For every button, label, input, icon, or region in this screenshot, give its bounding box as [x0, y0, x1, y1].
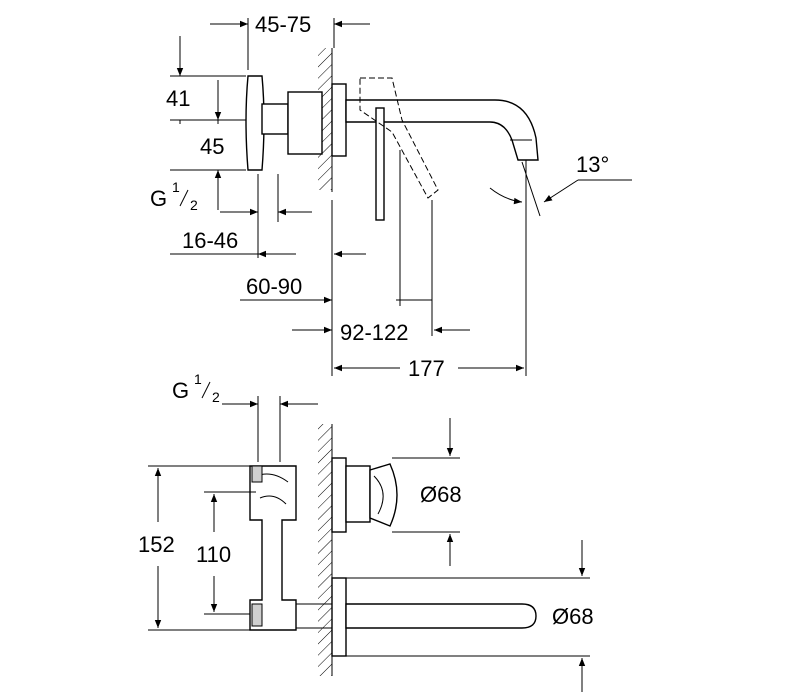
- port-bottom: [251, 603, 263, 627]
- dim-177: 177: [408, 356, 445, 381]
- spout-front: [345, 603, 537, 629]
- thread-front: G 1 2: [172, 371, 220, 405]
- escutcheon: [331, 83, 347, 157]
- valve-body: [261, 103, 289, 135]
- svg-text:G: G: [150, 186, 167, 211]
- mixer-body: [345, 465, 371, 523]
- svg-text:1: 1: [194, 371, 202, 387]
- lever-alt-position: [359, 77, 439, 199]
- wall-hatch-bottom: [318, 424, 332, 676]
- dim-60-90: 60-90: [246, 274, 302, 299]
- port-top: [251, 465, 263, 483]
- lever-handle: [375, 107, 385, 221]
- dim-41: 41: [166, 86, 190, 111]
- dim-152: 152: [138, 532, 175, 557]
- valve-body-front: [249, 465, 297, 631]
- valve-rosette: [245, 75, 265, 171]
- svg-text:G: G: [172, 378, 189, 403]
- dim-92-122: 92-122: [340, 320, 409, 345]
- dia-68-bottom: Ø68: [552, 604, 594, 629]
- dim-45-75: 45-75: [255, 12, 311, 37]
- svg-text:2: 2: [190, 197, 198, 213]
- mixer-escutcheon: [331, 457, 347, 533]
- spout-escutcheon: [331, 577, 347, 657]
- dia-68-top: Ø68: [420, 482, 462, 507]
- dim-45: 45: [200, 134, 224, 159]
- svg-text:1: 1: [172, 179, 180, 195]
- angle-13: 13°: [576, 152, 609, 177]
- svg-text:2: 2: [212, 389, 220, 405]
- dim-16-46: 16-46: [182, 228, 238, 253]
- top-view: 45-75 41 45 G 1 2 16-46 60-90: [150, 12, 632, 381]
- spout: [345, 99, 539, 161]
- thread-top: G 1 2: [150, 179, 198, 213]
- front-view: G 1 2 152 110: [138, 371, 594, 692]
- valve-sleeve: [287, 91, 323, 155]
- dim-110: 110: [196, 542, 231, 567]
